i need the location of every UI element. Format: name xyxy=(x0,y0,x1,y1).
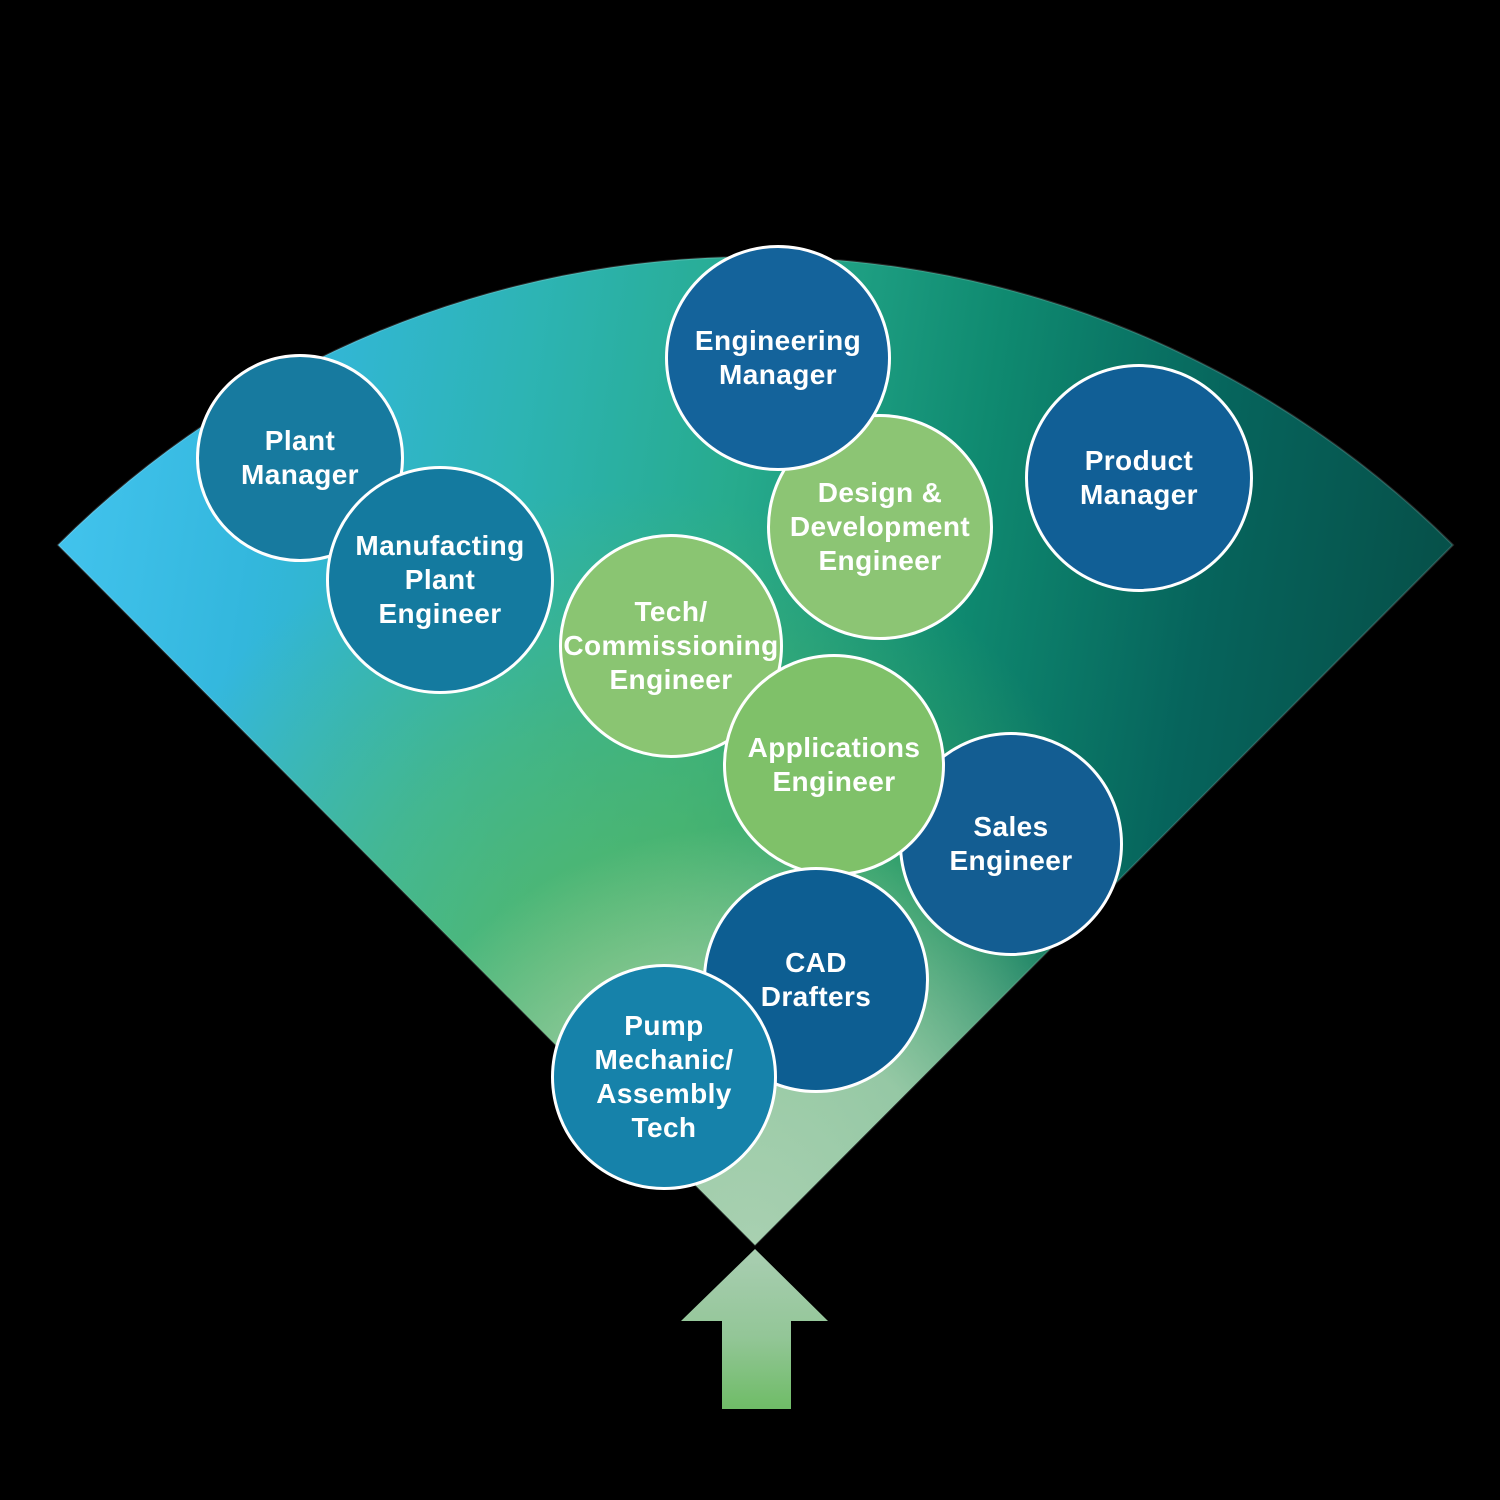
role-label: Tech/ Commissioning Engineer xyxy=(563,595,779,696)
role-label: Engineering Manager xyxy=(694,324,862,390)
role-circle-applications-engineer: Applications Engineer xyxy=(723,654,945,876)
role-label: Product Manager xyxy=(1080,444,1198,510)
role-label: Pump Mechanic/ Assembly Tech xyxy=(594,1009,734,1144)
role-label: Manufacting Plant Engineer xyxy=(355,529,525,630)
role-label: Applications Engineer xyxy=(747,731,921,797)
role-circle-plant-manager: Plant Manager xyxy=(196,354,404,562)
role-circle-pump-mechanic-assembly-tech: Pump Mechanic/ Assembly Tech xyxy=(551,964,777,1190)
role-circle-engineering-manager: Engineering Manager xyxy=(665,245,891,471)
role-label: Design & Development Engineer xyxy=(789,476,971,577)
role-label: Plant Manager xyxy=(241,424,359,490)
role-label: CAD Drafters xyxy=(760,946,872,1012)
up-arrow-icon xyxy=(681,1249,828,1409)
role-circle-product-manager: Product Manager xyxy=(1025,364,1253,592)
role-label: Sales Engineer xyxy=(949,810,1073,876)
role-circle-manufacting-plant-engineer: Manufacting Plant Engineer xyxy=(326,466,554,694)
